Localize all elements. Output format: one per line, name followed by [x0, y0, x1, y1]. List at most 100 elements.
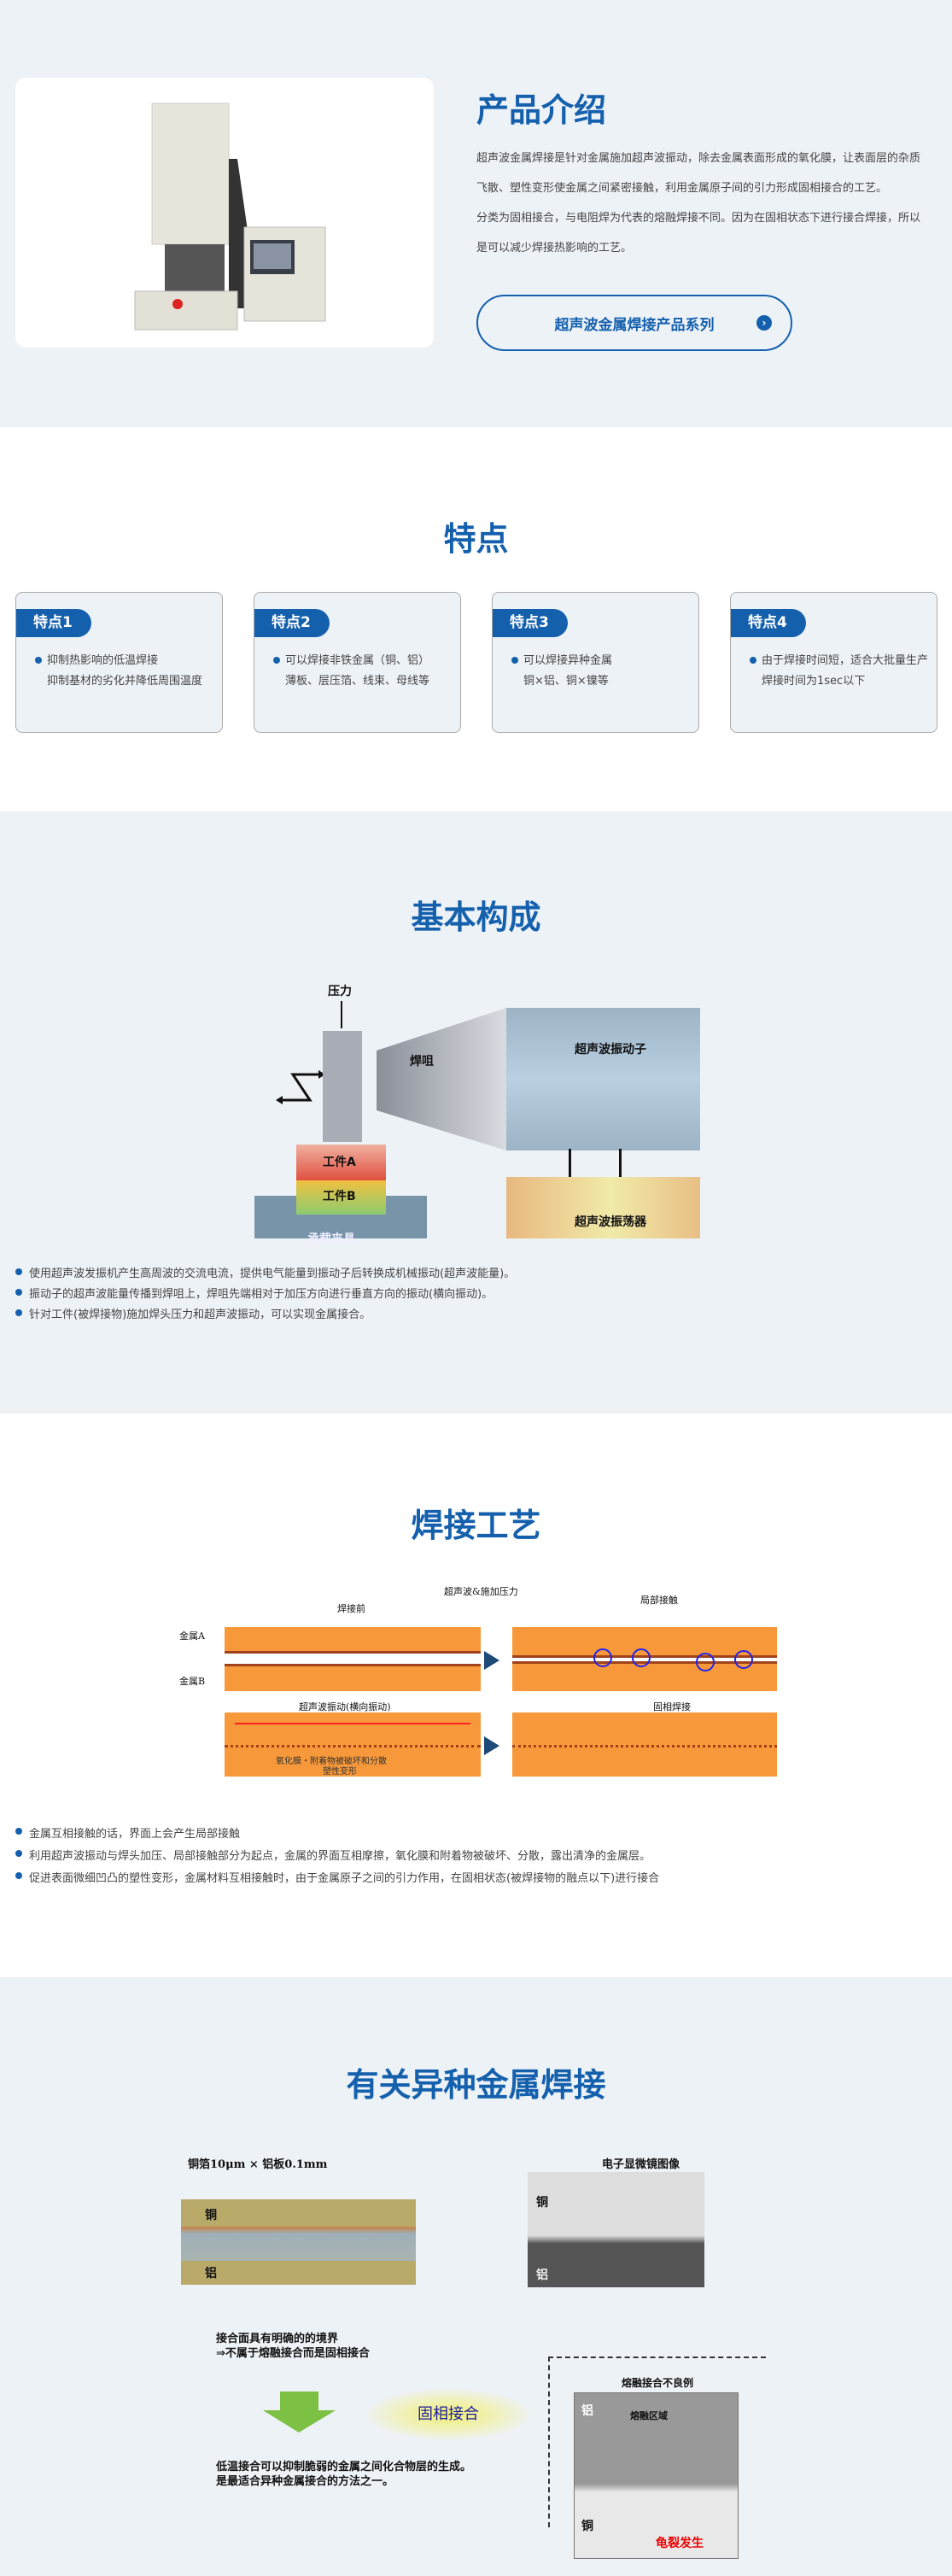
contact-circle-icon [632, 1648, 651, 1667]
pressure-arrow-icon [341, 1001, 342, 1028]
dissimilar-section: 有关异种金属焊接 铜箔10μm × 铝板0.1mm 电子显微镜图像 铜 铝 铜 … [0, 1977, 952, 2576]
apply-label: 超声波&施加压力 [444, 1586, 518, 1597]
product-series-button[interactable]: 超声波金属焊接产品系列 › [476, 295, 792, 351]
fixture-label: 承载夹具 [307, 1232, 355, 1246]
feature-line: 焊接时间为1sec以下 [762, 675, 866, 688]
structure-diagram: 压力 焊咀 超声波振动子 工件A 工件B 承载夹具 超声波振荡器 [254, 974, 700, 1246]
feature-card-2: 特点2 可以焊接非铁金属（铜、铝） 薄板、层压箔、线束、母线等 [254, 592, 461, 733]
intro-text: 超声波金属焊接是针对金属施加超声波振动，除去金属表面形成的氧化膜，让表面层的杂质… [476, 143, 920, 263]
product-intro-section: 产品介绍 超声波金属焊接是针对金属施加超声波振动，除去金属表面形成的氧化膜，让表… [0, 0, 952, 427]
local-contact-label: 局部接触 [640, 1595, 678, 1606]
sem-label: 电子显微镜图像 [602, 2158, 680, 2171]
transducer-label: 超声波振动子 [575, 1043, 646, 1057]
feature-line: 由于焊接时间短，适合大批量生产 [762, 654, 929, 667]
contact-circle-icon [593, 1648, 612, 1667]
feature-tag: 特点2 [254, 609, 330, 637]
micrograph-image: 铜 铝 [181, 2199, 416, 2285]
feature-line: 可以焊接异种金属 [523, 654, 613, 667]
bullet-item: 使用超声波发振机产生高周波的交流电流，提供电气能量到振动子后转换成机械振动(超声… [15, 1264, 515, 1285]
features-section: 特点 [0, 427, 952, 811]
process-diagram: 焊接前 金属A 金属B 超声波&施加压力 局部接触 超声波振动(横向振动) 固相… [179, 1584, 777, 1789]
work-b-label: 工件B [323, 1190, 356, 1203]
sem-image: 铜 铝 [528, 2172, 704, 2287]
crack-label: 龟裂发生 [656, 2537, 704, 2550]
oscillator-label: 超声波振荡器 [575, 1215, 646, 1229]
feature-line: 可以焊接非铁金属（铜、铝） [285, 654, 430, 667]
product-image-card [15, 78, 434, 348]
copper-label: 铜 [581, 2520, 593, 2533]
arrow-right-icon [484, 1736, 499, 1755]
ultrasonic-welder-image [134, 102, 326, 331]
break-label: 氧化膜・附着物被破坏和分散 [276, 1757, 387, 1766]
metal-a-label: 金属A [179, 1630, 205, 1642]
boundary-line-1: 接合面具有明确的的境界 [216, 2333, 339, 2345]
before-label: 焊接前 [337, 1603, 365, 1614]
copper-label: 铜 [205, 2209, 217, 2222]
copper-label: 铜 [536, 2196, 548, 2210]
bad-example-title: 熔融接合不良例 [622, 2377, 694, 2389]
boundary-line-2: ⇒不属于熔融接合而是固相接合 [216, 2347, 370, 2360]
intro-title: 产品介绍 [476, 91, 607, 129]
solid-weld-label: 固相焊接 [653, 1701, 691, 1712]
solid-bonding-label: 固相接合 [418, 2405, 479, 2423]
bullet-icon [273, 657, 280, 664]
structure-bullets: 使用超声波发振机产生高周波的交流电流，提供电气能量到振动子后转换成机械振动(超声… [15, 1264, 515, 1326]
solid-panel [512, 1712, 777, 1777]
dissimilar-title: 有关异种金属焊接 [346, 2066, 606, 2104]
feature-tag: 特点3 [493, 609, 568, 637]
feature-card-4: 特点4 由于焊接时间短，适合大批量生产焊接时间为1sec以下 [730, 592, 937, 733]
feature-line: 抑制热影响的低温焊接 [47, 654, 159, 667]
intro-paragraph-1: 超声波金属焊接是针对金属施加超声波振动，除去金属表面形成的氧化膜，让表面层的杂质… [476, 152, 921, 195]
feature-tag: 特点1 [16, 609, 91, 637]
boundary-text: 接合面具有明确的的境界 ⇒不属于熔融接合而是固相接合 [216, 2332, 370, 2361]
arrow-right-icon [484, 1651, 499, 1670]
conclusion-line-2: 是最适合异种金属接合的方法之一。 [216, 2475, 394, 2488]
conclusion-line-1: 低温接合可以抑制脆弱的金属之间化合物层的生成。 [216, 2461, 472, 2474]
feature-line: 薄板、层压箔、线束、母线等 [285, 675, 430, 688]
feature-line: 抑制基材的劣化并降低周围温度 [47, 675, 203, 688]
pressure-label: 压力 [328, 985, 352, 998]
contact-panel [512, 1627, 777, 1691]
bullet-item: 针对工件(被焊接物)施加焊头压力和超声波振动，可以实现金属接合。 [15, 1305, 515, 1326]
aluminum-label: 铝 [581, 2404, 593, 2418]
feature-line: 铜×铝、铜×镍等 [523, 675, 609, 688]
structure-section: 基本构成 压力 焊咀 超声波振动子 工件A 工件B 承载夹具 超声波振荡器 使用… [0, 811, 952, 1414]
bullet-item: 促进表面微细凹凸的塑性变形，金属材料互相接触时，由于金属原子之间的引力作用，在固… [15, 1868, 659, 1890]
process-section: 焊接工艺 焊接前 金属A 金属B 超声波&施加压力 局部接触 超声波振动(横向振… [0, 1414, 952, 1977]
vibration-arrow-icon [276, 1070, 325, 1104]
bullet-icon [35, 657, 42, 664]
melt-zone-label: 熔融区域 [630, 2410, 668, 2421]
bullet-item: 振动子的超声波能量传播到焊咀上，焊咀先端相对于加压方向进行垂直方向的振动(横向振… [15, 1285, 515, 1305]
bullet-item: 利用超声波振动与焊头加压、局部接触部分为起点，金属的界面互相摩擦，氧化膜和附着物… [15, 1846, 659, 1868]
product-series-label: 超声波金属焊接产品系列 [554, 316, 715, 334]
sample-label: 铜箔10μm × 铝板0.1mm [188, 2158, 328, 2171]
bullet-icon [511, 657, 518, 664]
chevron-right-circle-icon: › [756, 315, 772, 331]
contact-circle-icon [734, 1650, 753, 1669]
vibration-label: 超声波振动(横向振动) [299, 1701, 391, 1712]
features-title: 特点 [443, 520, 509, 558]
vibration-arrow-icon [235, 1723, 470, 1724]
bad-example-box: 熔融接合不良例 铝 熔融区域 铜 龟裂发生 [548, 2356, 766, 2559]
bad-example-image: 铝 熔融区域 铜 龟裂发生 [574, 2392, 739, 2559]
before-panel [225, 1627, 481, 1691]
process-bullets: 金属互相接触的话，界面上会产生局部接触 利用超声波振动与焊头加压、局部接触部分为… [15, 1824, 659, 1890]
feature-card-1: 特点1 抑制热影响的低温焊接抑制基材的劣化并降低周围温度 [15, 592, 223, 733]
down-arrow-icon [263, 2392, 336, 2433]
feature-tag: 特点4 [731, 609, 806, 637]
structure-title: 基本构成 [411, 899, 541, 936]
horn-label: 焊咀 [410, 1055, 434, 1068]
metal-b-label: 金属B [179, 1676, 206, 1687]
aluminum-label: 铝 [536, 2269, 548, 2282]
contact-circle-icon [696, 1653, 715, 1671]
feature-card-3: 特点3 可以焊接异种金属铜×铝、铜×镍等 [492, 592, 699, 733]
process-title: 焊接工艺 [411, 1507, 541, 1544]
work-a-label: 工件A [323, 1156, 356, 1169]
intro-paragraph-2: 分类为固相接合，与电阻焊为代表的熔融焊接不同。因为在固相状态下进行接合焊接，所以… [476, 212, 921, 255]
bullet-item: 金属互相接触的话，界面上会产生局部接触 [15, 1824, 659, 1846]
vibration-panel: 氧化膜・附着物被破坏和分散 塑性变形 [225, 1712, 481, 1777]
plastic-label: 塑性变形 [323, 1767, 357, 1777]
conclusion-text: 低温接合可以抑制脆弱的金属之间化合物层的生成。是最适合异种金属接合的方法之一。 [216, 2460, 471, 2489]
diagram-shapes [254, 1008, 700, 1238]
solid-bonding-highlight: 固相接合 [367, 2389, 529, 2440]
